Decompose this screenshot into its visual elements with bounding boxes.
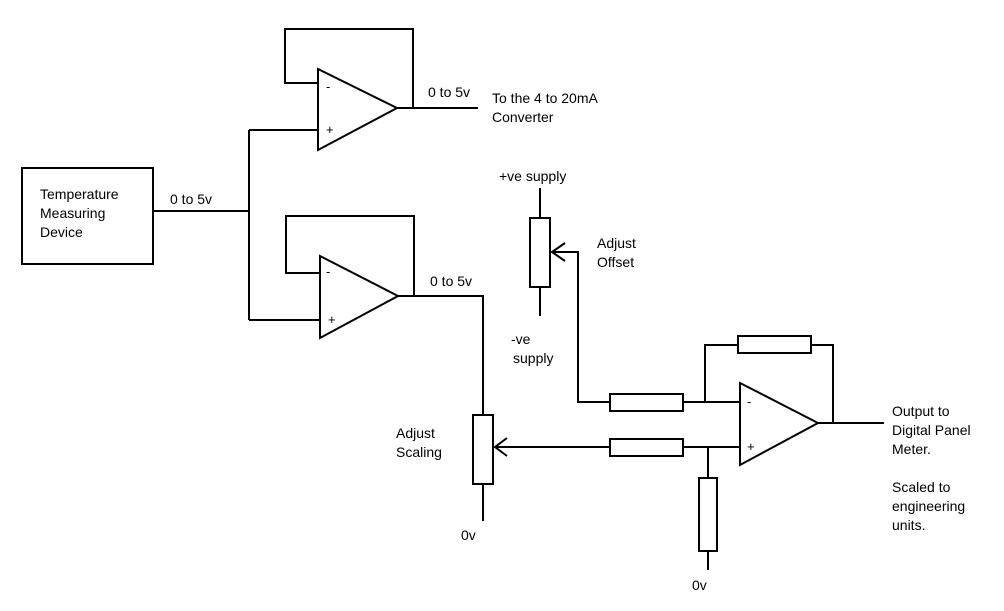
buffer1-plus-sign: + [326, 122, 334, 137]
converter-label-line1: To the 4 to 20mA [492, 90, 599, 106]
offset-potentiometer [529, 217, 551, 288]
neg-supply-label-line2: supply [513, 350, 553, 366]
buffer1-feedback-wire [284, 28, 414, 108]
summing-opamp [739, 381, 821, 467]
buffer1-minus-sign: - [326, 79, 330, 94]
output-label-line3: Meter. [892, 441, 931, 457]
device-label-line3: Device [40, 224, 83, 240]
feedback-right-wire [811, 344, 834, 423]
summing-minus-sign: - [747, 394, 751, 409]
scaling-ground-label: 0v [461, 527, 476, 543]
feedback-resistor [737, 335, 812, 354]
pos-supply-label: +ve supply [499, 168, 566, 184]
buffer2-minus-sign: - [326, 264, 330, 279]
device-label-line2: Measuring [40, 205, 105, 221]
converter-label-line2: Converter [492, 109, 554, 125]
feedback-left-wire [704, 344, 738, 402]
adjust-scaling-label-line2: Scaling [396, 444, 442, 460]
output-label-line1: Output to [892, 403, 950, 419]
adjust-offset-label-line1: Adjust [597, 235, 636, 251]
note-line1: Scaled to [892, 479, 951, 495]
note-line2: engineering [892, 498, 965, 514]
buffer2-feedback-wire [285, 215, 415, 296]
scaling-potentiometer [472, 414, 494, 485]
summing-plus-sign: + [747, 439, 755, 454]
buffer2-plus-sign: + [328, 312, 336, 327]
note-line3: units. [892, 517, 925, 533]
neg-supply-label-line1: -ve [511, 331, 531, 347]
device-output-label: 0 to 5v [170, 191, 212, 207]
ground-resistor [698, 477, 718, 552]
buffer2-output-wire [398, 295, 484, 415]
buffer1-opamp [317, 67, 400, 152]
buffer2-output-label: 0 to 5v [430, 273, 472, 289]
device-label-line1: Temperature [40, 186, 119, 202]
offset-wiper-wire [552, 251, 610, 403]
output-label-line2: Digital Panel [892, 422, 971, 438]
temperature-device-box [21, 167, 154, 265]
adjust-scaling-label-line1: Adjust [396, 425, 435, 441]
buffer1-output-label: 0 to 5v [428, 84, 470, 100]
scaling-input-resistor [609, 438, 684, 457]
offset-input-resistor [609, 393, 684, 412]
buffer2-opamp [319, 254, 401, 340]
bottom-ground-label: 0v [692, 577, 707, 593]
adjust-offset-label-line2: Offset [597, 254, 634, 270]
